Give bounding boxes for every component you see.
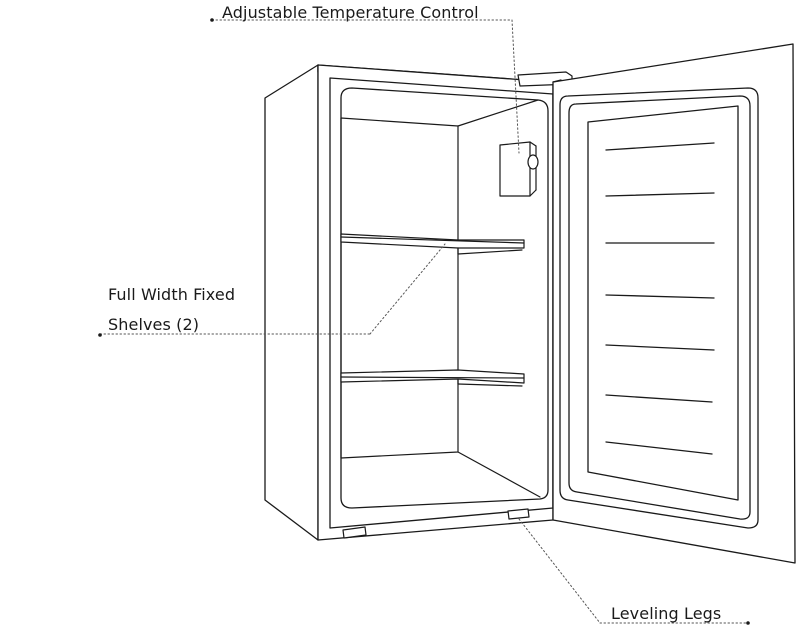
callout-dots	[98, 18, 750, 625]
shelf-lower	[340, 369, 525, 387]
shelves-label-line2: Shelves (2)	[108, 315, 200, 334]
leveling-legs	[342, 508, 530, 539]
door	[552, 43, 796, 564]
temperature-control-label: Adjustable Temperature Control	[222, 3, 479, 22]
cabinet	[264, 64, 554, 541]
interior	[340, 99, 541, 498]
shelf-upper	[340, 233, 525, 255]
shelves-label-line1: Full Width Fixed	[108, 285, 236, 304]
thermostat	[499, 141, 539, 197]
callout-leaders	[99, 19, 748, 624]
leveling-legs-label: Leveling Legs	[611, 604, 722, 623]
